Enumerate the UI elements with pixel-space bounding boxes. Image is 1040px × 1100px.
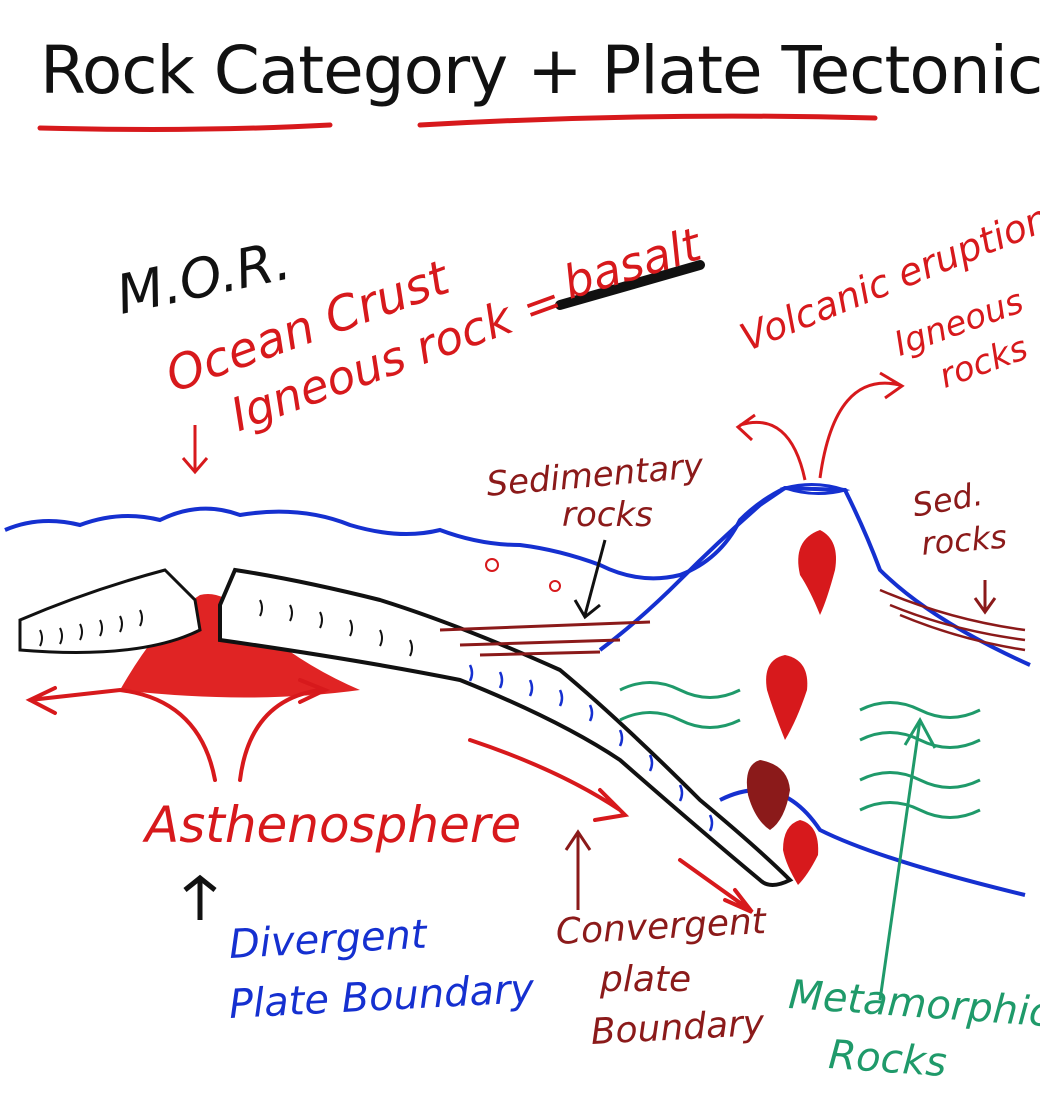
sed-rocks-layers-right [879,588,1026,652]
page-title: Rock Category + Plate Tectonics [40,32,1040,109]
metamorphic-waves [619,681,981,819]
convergent-label-3: Boundary [589,1002,766,1053]
asthenosphere-label: Asthenosphere [145,796,522,854]
title-underline-right [417,113,878,128]
eruption-arrows [735,371,905,481]
plate-texture-blue [468,664,714,832]
sed-rocks-arrow [973,580,997,615]
metamorphic-label-2: Rocks [827,1032,949,1087]
volcano-crater [779,483,851,495]
left-plate [18,568,202,654]
mor-arrow [181,425,209,475]
divergent-label-1: Divergent [227,911,428,968]
metamorphic-arrow [878,716,937,1001]
plate-texture [39,599,413,657]
sedimentary-rocks-label-2: rocks [562,495,653,535]
convergent-arrow [564,829,592,910]
ocean-surface [4,486,786,581]
convergent-label-2: plate [600,959,692,1000]
magma-blobs [746,530,836,885]
mantle-arrows [25,678,754,914]
sedimentary-layers [439,620,651,657]
subducting-plate [218,567,794,887]
divergent-arrow [183,874,217,920]
sediment-arrow [573,539,607,620]
sed-rocks-label-2: rocks [919,517,1009,563]
basalt-underline [555,260,705,310]
sediment-particles [485,558,561,592]
title-underline [37,122,333,132]
